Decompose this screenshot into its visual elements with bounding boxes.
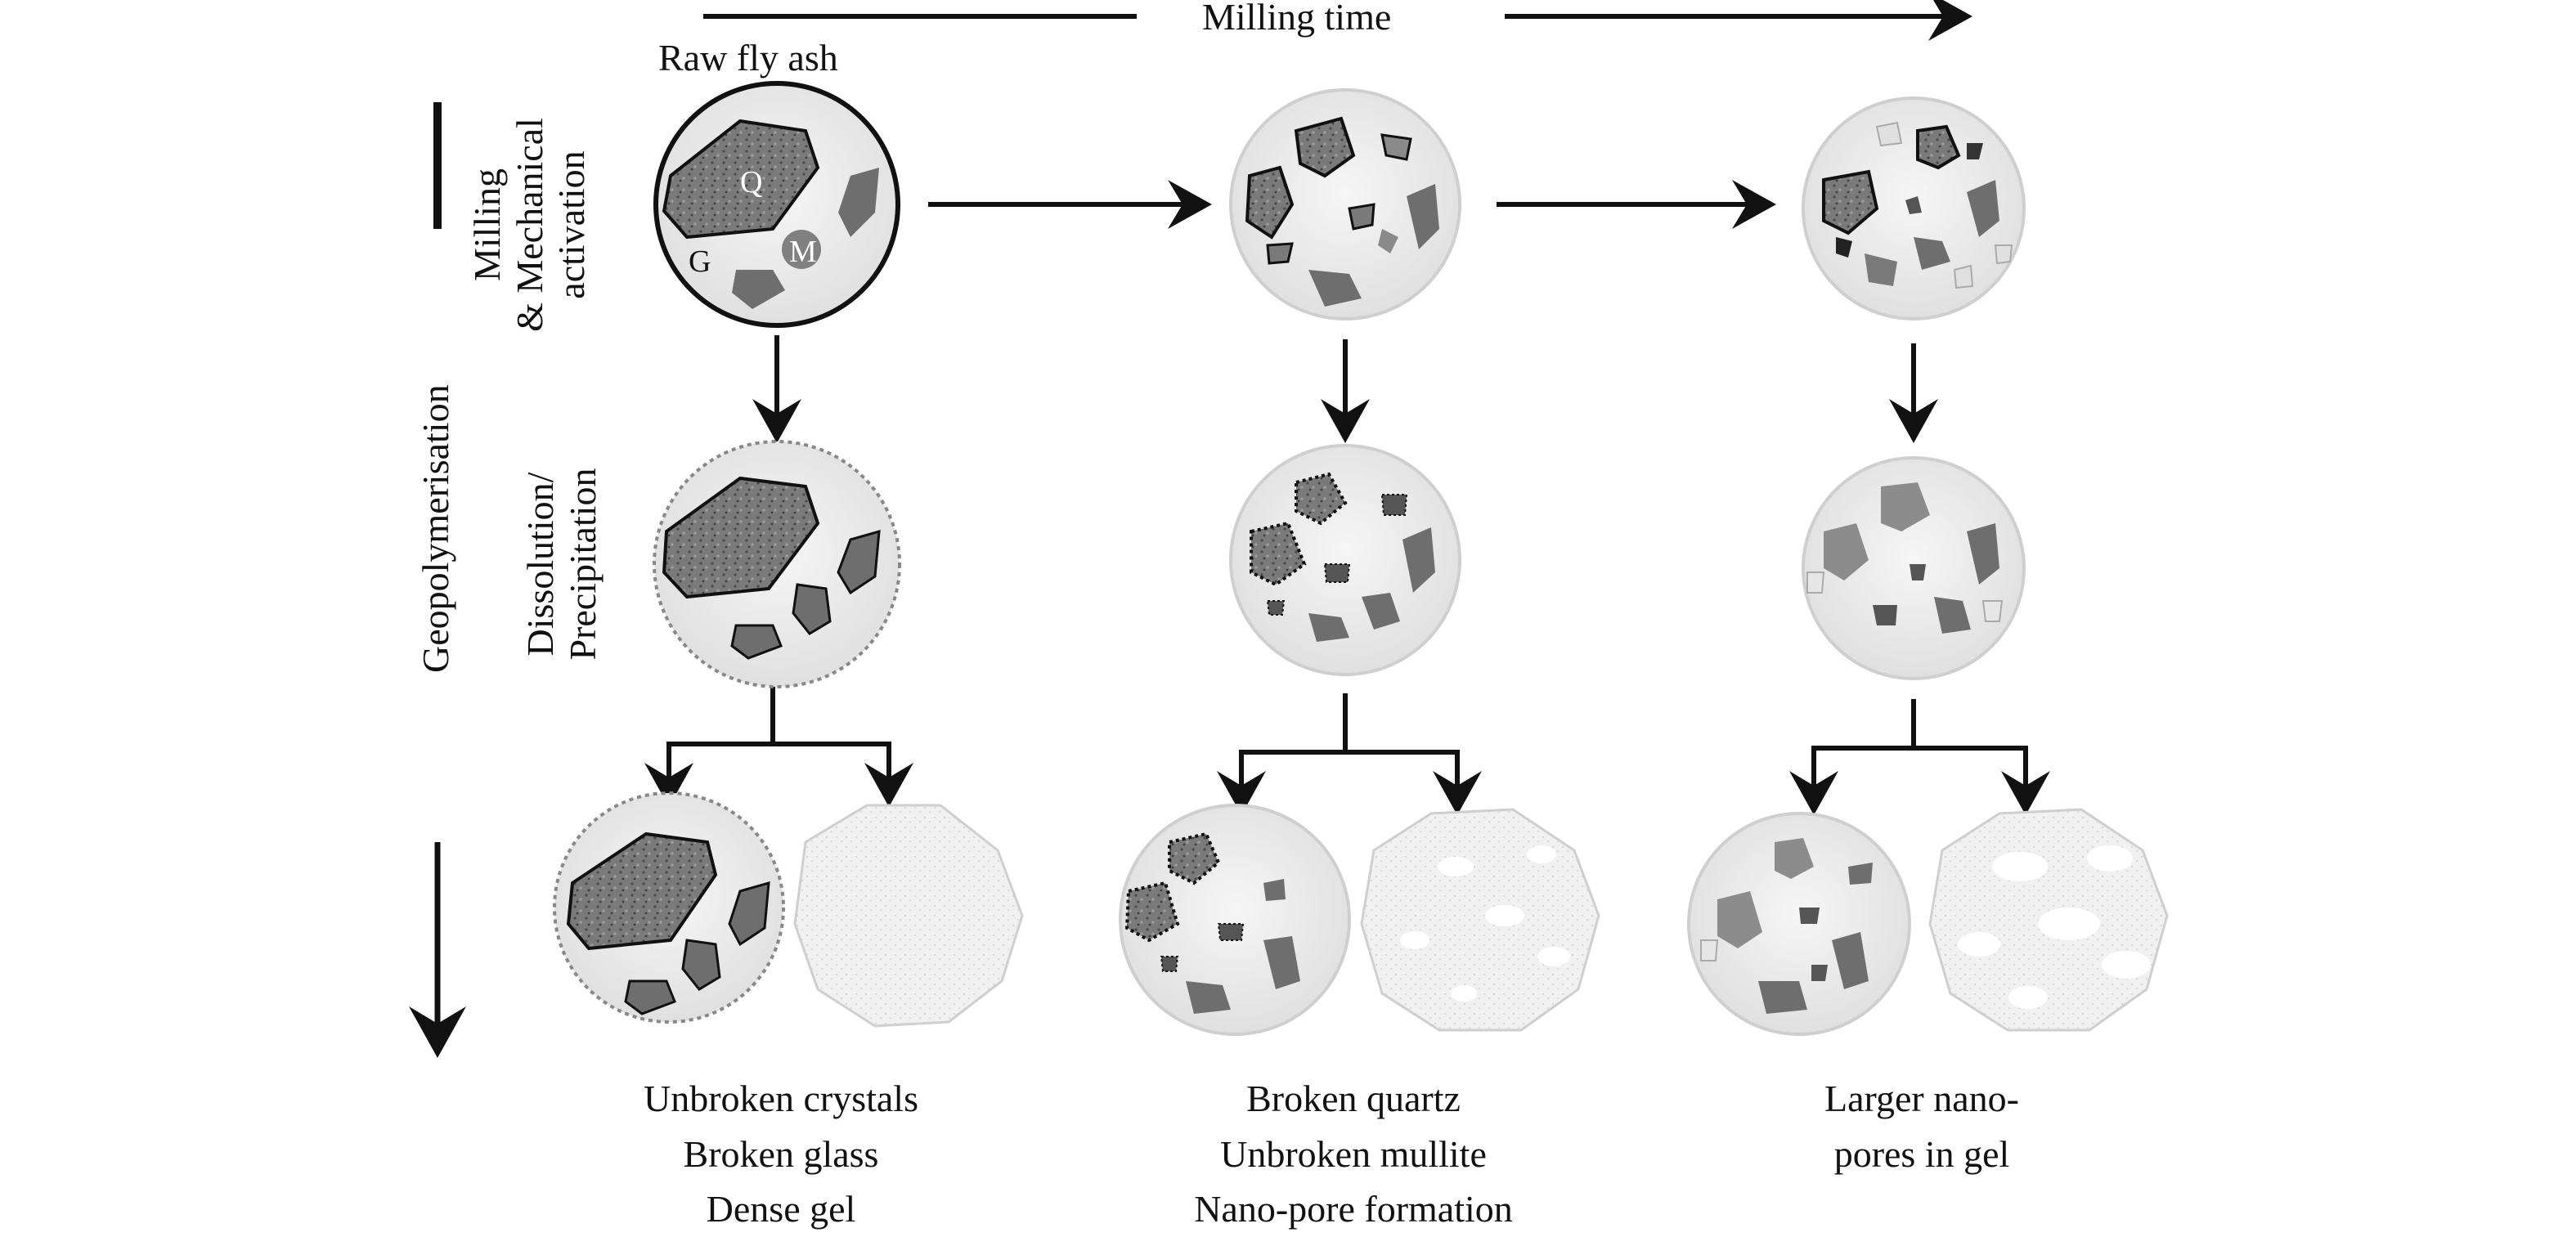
unreacted-particles-circle-3 <box>1687 812 1911 1036</box>
geopolymerisation-label: Geopolymerisation <box>415 384 456 673</box>
caption-col1-line-1: Unbroken crystals <box>644 1078 918 1119</box>
dissolution-particle-circle-1 <box>653 440 901 688</box>
glass-letter: G <box>689 244 711 279</box>
dissolution-precipitation-label: Dissolution/ Precipitation <box>519 454 609 675</box>
split-arrow-col3 <box>1789 699 2050 815</box>
unreacted-particles-circle-2 <box>1119 804 1351 1036</box>
split-arrow-col1 <box>644 687 913 807</box>
milling-label-line-3: activation <box>550 150 593 299</box>
quartz-letter: Q <box>740 165 762 199</box>
dense-gel-circle <box>793 804 1024 1028</box>
dissolution-label-line-1: Dissolution/ <box>519 472 561 657</box>
milled-particle-circle-2 <box>1229 88 1461 320</box>
milling-label-line-2: & Mechanical <box>508 118 550 332</box>
milling-activation-label: Milling & Mechanical activation <box>466 102 605 347</box>
raw-fly-ash-label: Raw fly ash <box>658 37 838 78</box>
dissolution-particle-circle-3 <box>1802 456 2026 680</box>
larger-nano-pore-gel-circle <box>1928 808 2169 1032</box>
milling-time-label: Milling time <box>1202 0 1392 38</box>
milled-particle-circle-3 <box>1802 96 2026 320</box>
caption-col2-line-3: Nano-pore formation <box>1194 1188 1513 1230</box>
caption-col3-line-1: Larger nano- <box>1824 1078 2019 1119</box>
unreacted-particles-circle-1 <box>553 791 785 1024</box>
caption-col1: Unbroken crystals Broken glass Dense gel <box>609 1071 953 1237</box>
caption-col1-line-3: Dense gel <box>706 1188 856 1230</box>
mullite-letter: M <box>789 235 817 269</box>
dissolution-particle-circle-2 <box>1229 444 1461 676</box>
split-arrow-col2 <box>1217 693 1482 815</box>
caption-col2: Broken quartz Unbroken mullite Nano-pore… <box>1157 1071 1550 1237</box>
raw-fly-ash-particle-circle <box>653 81 900 328</box>
caption-col2-line-2: Unbroken mullite <box>1220 1132 1487 1175</box>
milling-label-line-1: Milling <box>466 168 508 282</box>
dissolution-label-line-2: Precipitation <box>561 468 604 661</box>
caption-col3-line-2: pores in gel <box>1833 1132 2010 1175</box>
nano-pore-gel-circle <box>1360 808 1600 1032</box>
caption-col3: Larger nano- pores in gel <box>1775 1071 2069 1181</box>
caption-col2-line-1: Broken quartz <box>1246 1078 1461 1119</box>
caption-col1-line-2: Broken glass <box>683 1132 879 1175</box>
